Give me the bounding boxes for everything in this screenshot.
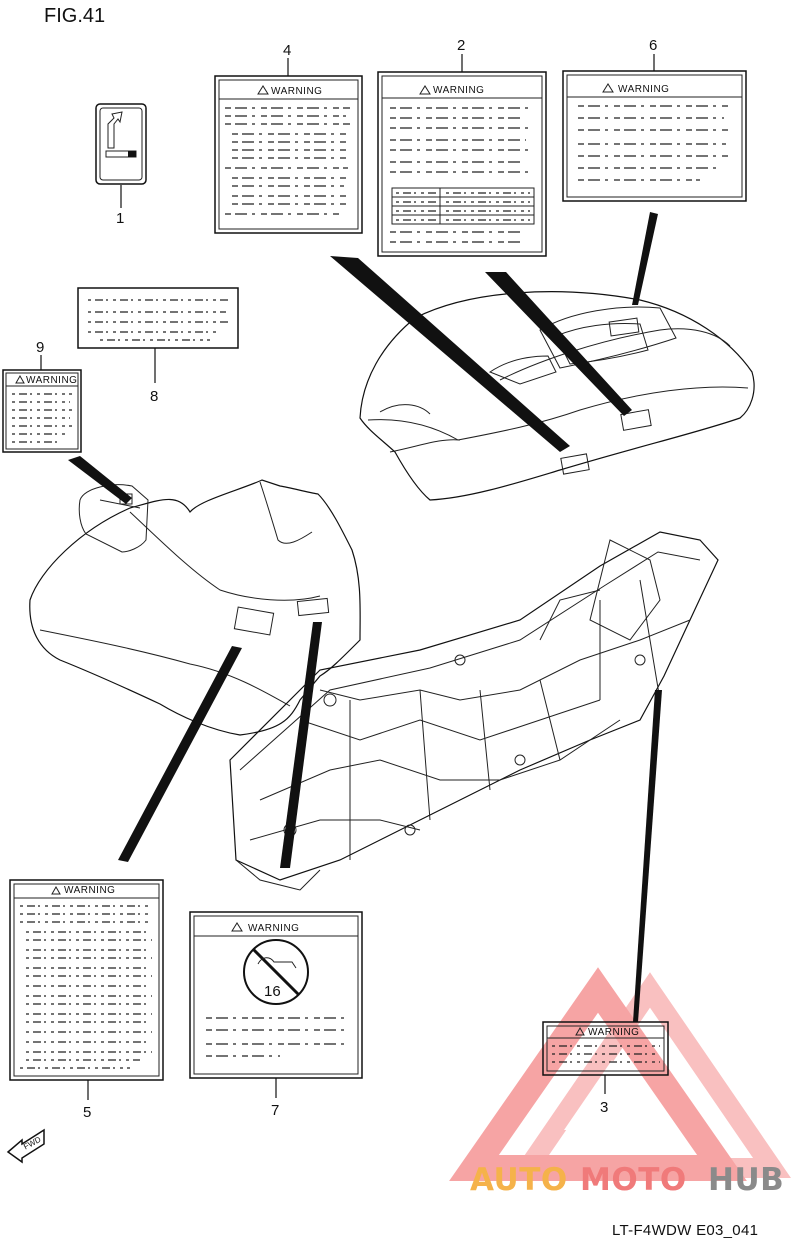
label-3-warning: WARNING bbox=[588, 1027, 639, 1038]
label-9-warning: WARNING bbox=[26, 375, 77, 386]
reference-code: LT-F4WDW E03_041 bbox=[612, 1222, 758, 1239]
watermark-hub: HUB bbox=[708, 1162, 784, 1198]
label-7[interactable]: WARNING 16 bbox=[189, 911, 363, 1079]
label-1[interactable] bbox=[95, 103, 147, 185]
callout-4: 4 bbox=[283, 42, 291, 59]
label-5[interactable]: WARNING bbox=[9, 879, 164, 1081]
vehicle-frame bbox=[229, 531, 719, 891]
label-2-warning: WARNING bbox=[433, 85, 484, 96]
callout-7: 7 bbox=[271, 1102, 279, 1119]
label-7-warning: WARNING bbox=[248, 923, 299, 934]
label-4[interactable]: WARNING bbox=[214, 75, 363, 234]
watermark-auto: AUTO bbox=[470, 1162, 568, 1198]
watermark-moto: MOTO bbox=[580, 1162, 687, 1198]
leader-wedges bbox=[68, 212, 662, 1022]
label-9[interactable]: WARNING bbox=[2, 369, 82, 453]
label-6[interactable]: WARNING bbox=[562, 70, 747, 202]
no-under-16-icon: 16 bbox=[243, 939, 309, 1005]
callout-6: 6 bbox=[649, 37, 657, 54]
callout-8: 8 bbox=[150, 388, 158, 405]
label-7-age: 16 bbox=[264, 983, 281, 1000]
label-4-warning: WARNING bbox=[271, 86, 322, 97]
callout-3: 3 bbox=[600, 1099, 608, 1116]
fwd-arrow-icon: FWD bbox=[6, 1128, 45, 1164]
label-8[interactable] bbox=[77, 287, 239, 349]
label-6-warning: WARNING bbox=[618, 84, 669, 95]
label-5-warning: WARNING bbox=[64, 885, 115, 896]
callout-2: 2 bbox=[457, 37, 465, 54]
watermark-text: AUTO MOTO HUB bbox=[470, 1162, 784, 1198]
callout-5: 5 bbox=[83, 1104, 91, 1121]
watermark-logo bbox=[449, 967, 791, 1181]
label-2[interactable]: WARNING bbox=[377, 71, 547, 257]
figure-title: FIG.41 bbox=[44, 5, 105, 27]
callout-9: 9 bbox=[36, 339, 44, 356]
callout-1: 1 bbox=[116, 210, 124, 227]
